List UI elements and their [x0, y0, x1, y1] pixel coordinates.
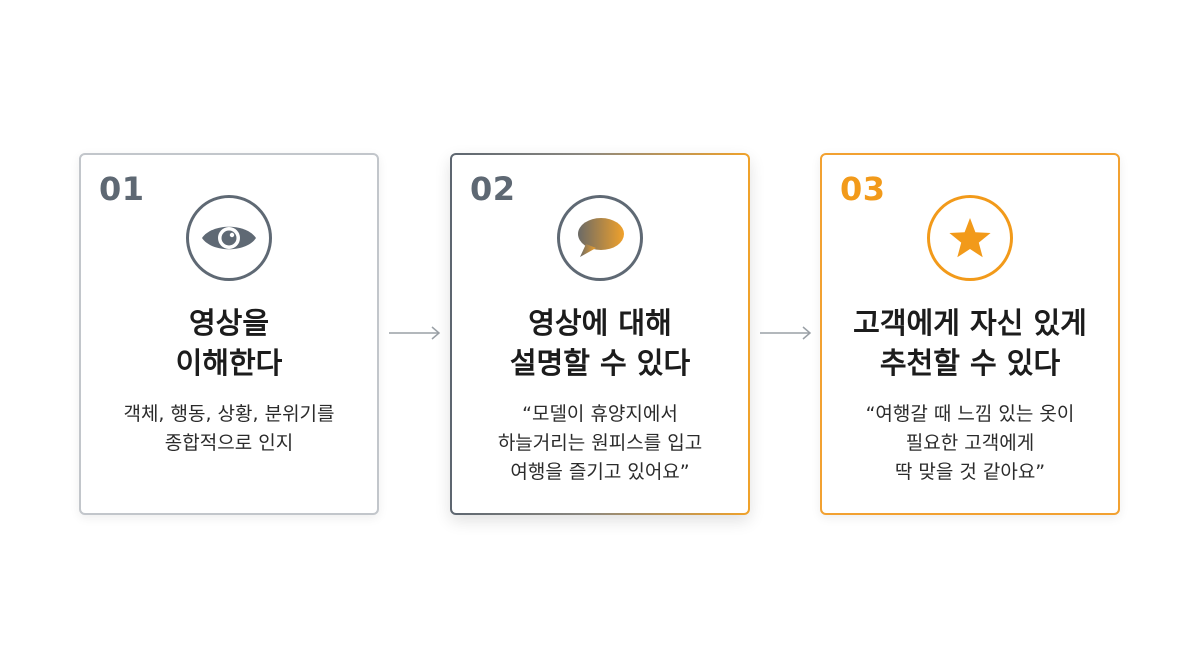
- step-title: 고객에게 자신 있게 추천할 수 있다: [853, 306, 1087, 380]
- speech-bubble-icon: [578, 218, 624, 257]
- step-number: 02: [470, 170, 516, 208]
- icon-circle: [927, 195, 1013, 281]
- step-number: 03: [840, 170, 886, 208]
- step-number: 01: [99, 170, 145, 208]
- star-icon: [949, 218, 991, 258]
- step-description: “여행갈 때 느낌 있는 옷이 필요한 고객에게 딱 맞을 것 같아요”: [865, 403, 1075, 483]
- step-title: 영상을 이해한다: [175, 306, 283, 380]
- step-card-recommend: 03 고객에게 자신 있게 추천할 수 있다 “여행갈 때 느낌 있는 옷이 필…: [820, 153, 1120, 515]
- step-card-describe: 02 영상에 대해 설명할 수 있다 “모델이 휴양지에서 하늘거리는 원피스를…: [450, 153, 750, 515]
- arrow-right-icon: [389, 326, 441, 340]
- eye-icon: [202, 226, 256, 250]
- arrow-right-icon: [760, 326, 812, 340]
- step-description: 객체, 행동, 상황, 분위기를 종합적으로 인지: [123, 403, 335, 454]
- icon-circle: [557, 195, 643, 281]
- step-description: “모델이 휴양지에서 하늘거리는 원피스를 입고 여행을 즐기고 있어요”: [497, 403, 703, 483]
- icon-circle: [186, 195, 272, 281]
- step-title: 영상에 대해 설명할 수 있다: [509, 306, 691, 380]
- step-card-understand: 01 영상을 이해한다 객체, 행동, 상황, 분위기를 종합적으로 인지: [79, 153, 379, 515]
